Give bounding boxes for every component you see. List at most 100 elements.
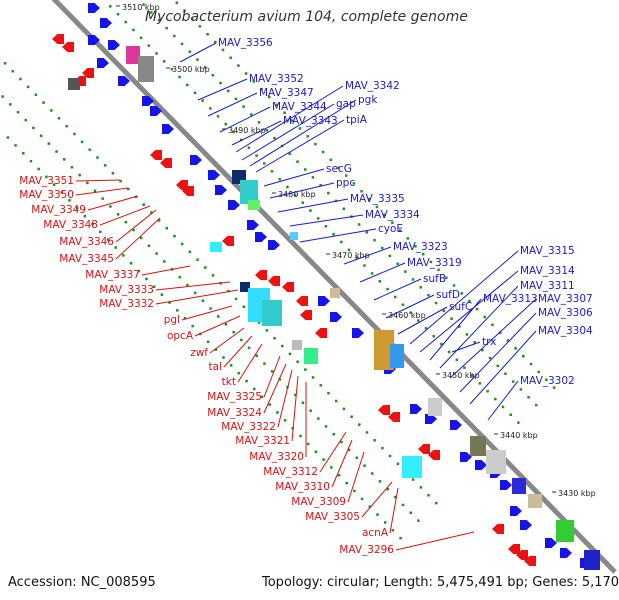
forward-gene-label[interactable]: MAV_3304 <box>538 325 593 337</box>
reverse-gene-label[interactable]: MAV_3348 <box>43 219 98 231</box>
track-dot <box>157 19 161 22</box>
forward-gene-label[interactable]: MAV_3347 <box>259 87 314 99</box>
forward-gene-label[interactable]: MAV_3307 <box>538 293 593 305</box>
forward-gene-label[interactable]: gap <box>336 98 356 110</box>
forward-leader-line <box>219 106 271 133</box>
reverse-gene-label[interactable]: zwf <box>190 347 208 359</box>
forward-gene-label[interactable]: cyoE <box>378 223 403 235</box>
gene-box <box>262 300 282 326</box>
reverse-gene-label[interactable]: MAV_3312 <box>263 466 318 478</box>
track-dot <box>306 442 310 446</box>
track-dot <box>401 303 405 307</box>
forward-gene-label[interactable]: MAV_3323 <box>393 241 448 253</box>
track-dot <box>26 85 30 89</box>
track-dot <box>342 407 346 411</box>
forward-gene-label[interactable]: MAV_3311 <box>520 280 575 292</box>
forward-gene-label[interactable]: sufD <box>436 289 460 301</box>
track-dot <box>353 489 356 493</box>
gene-arrow <box>282 282 294 292</box>
track-dot <box>183 316 187 320</box>
forward-gene-label[interactable]: ppc <box>336 177 355 189</box>
track-dot <box>424 327 428 330</box>
track-dot <box>311 376 315 379</box>
track-dot <box>357 223 361 226</box>
track-dot <box>473 341 476 344</box>
reverse-gene-label[interactable]: MAV_3320 <box>249 451 304 463</box>
track-dot <box>103 164 107 167</box>
forward-gene-label[interactable]: MAV_3314 <box>520 265 575 277</box>
reverse-gene-label[interactable]: tal <box>209 361 222 373</box>
reverse-gene-label[interactable]: MAV_3349 <box>31 204 86 216</box>
track-dot <box>183 9 186 12</box>
forward-gene-label[interactable]: MAV_3344 <box>272 101 327 113</box>
track-dot <box>427 293 430 297</box>
track-dot <box>414 245 417 248</box>
reverse-gene-label[interactable]: MAV_3305 <box>305 511 360 523</box>
track-dot <box>321 150 325 154</box>
track-dot <box>332 232 335 236</box>
reverse-gene-label[interactable]: MAV_3351 <box>19 175 74 187</box>
gene-labels[interactable]: MAV_3356MAV_3352MAV_3347MAV_3344MAV_3343… <box>19 37 593 556</box>
reverse-gene-label[interactable]: MAV_3333 <box>99 284 154 296</box>
forward-gene-label[interactable]: secG <box>326 163 352 175</box>
forward-gene-label[interactable]: MAV_3343 <box>283 115 338 127</box>
forward-gene-label[interactable]: pgk <box>358 94 378 106</box>
track-dot <box>226 89 230 93</box>
track-dot <box>537 370 540 374</box>
gene-arrow <box>524 556 536 566</box>
forward-gene-label[interactable]: MAV_3352 <box>249 73 304 85</box>
track-dot <box>355 256 358 259</box>
forward-gene-label[interactable]: MAV_3315 <box>520 245 575 257</box>
gene-arrow <box>410 404 422 414</box>
reverse-gene-label[interactable]: MAV_3325 <box>207 391 262 403</box>
gene-arrow <box>62 42 74 52</box>
track-dot <box>132 28 135 32</box>
forward-leader-line <box>373 278 422 301</box>
tick-label: 3500 kbp <box>172 65 210 74</box>
reverse-gene-label[interactable]: pgl <box>164 314 180 326</box>
reverse-gene-label[interactable]: MAV_3322 <box>221 421 276 433</box>
track-dot <box>309 409 312 412</box>
reverse-gene-label[interactable]: MAV_3345 <box>59 253 114 265</box>
forward-gene-label[interactable]: sufC <box>449 301 472 313</box>
track-dot <box>211 74 215 77</box>
forward-gene-label[interactable]: MAV_3302 <box>520 375 575 387</box>
reverse-gene-label[interactable]: opcA <box>167 330 194 342</box>
reverse-gene-label[interactable]: MAV_3350 <box>19 189 74 201</box>
forward-gene-label[interactable]: MAV_3342 <box>345 80 400 92</box>
track-dot <box>257 121 261 124</box>
track-dot <box>296 160 299 163</box>
reverse-gene-label[interactable]: acnA <box>362 527 389 539</box>
reverse-gene-label[interactable]: MAV_3324 <box>207 407 262 419</box>
forward-gene-label[interactable]: MAV_3313 <box>483 293 538 305</box>
reverse-gene-label[interactable]: MAV_3309 <box>291 496 346 508</box>
track-dot <box>180 42 184 46</box>
forward-gene-label[interactable]: MAV_3356 <box>218 37 273 49</box>
forward-gene-label[interactable]: MAV_3319 <box>407 257 462 269</box>
reverse-gene-label[interactable]: MAV_3321 <box>235 435 290 447</box>
reverse-gene-label[interactable]: MAV_3310 <box>275 481 330 493</box>
forward-gene-label[interactable]: MAV_3306 <box>538 307 593 319</box>
forward-gene-label[interactable]: trx <box>482 336 496 348</box>
reverse-gene-label[interactable]: MAV_3332 <box>99 298 154 310</box>
forward-leader-line <box>179 42 217 63</box>
forward-gene-label[interactable]: MAV_3334 <box>365 209 420 221</box>
track-dot <box>152 285 156 289</box>
track-dot <box>311 176 315 179</box>
track-dot <box>173 234 176 238</box>
reverse-gene-label[interactable]: MAV_3337 <box>85 269 140 281</box>
reverse-gene-label[interactable]: tkt <box>222 376 236 388</box>
label-leader-lines <box>75 42 537 551</box>
track-dot <box>411 278 415 281</box>
forward-gene-label[interactable]: sufB <box>423 273 446 285</box>
track-dot <box>142 3 145 6</box>
track-dot <box>57 117 61 120</box>
forward-leader-line <box>255 119 345 173</box>
forward-gene-label[interactable]: MAV_3335 <box>350 193 405 205</box>
forward-gene-label[interactable]: tpiA <box>346 114 368 126</box>
track-dot <box>391 221 394 224</box>
track-dot <box>162 60 166 63</box>
reverse-gene-label[interactable]: MAV_3346 <box>59 236 114 248</box>
reverse-gene-label[interactable]: MAV_3296 <box>339 544 394 556</box>
track-dot <box>245 379 248 383</box>
